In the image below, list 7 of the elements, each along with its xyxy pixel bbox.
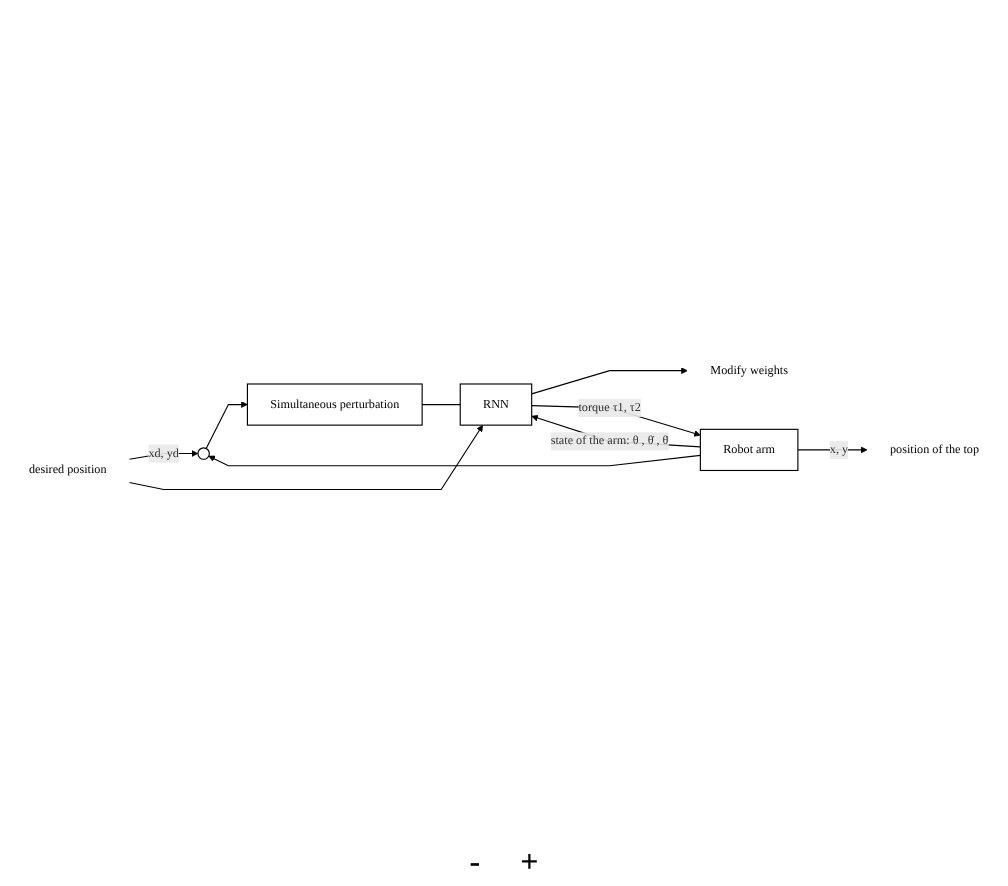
connector <box>421 404 461 406</box>
node-circle <box>197 448 210 461</box>
sign-label: + <box>520 846 539 882</box>
arrow <box>531 368 688 396</box>
arrow <box>205 402 248 450</box>
sign-label: - <box>469 846 481 882</box>
arrow <box>208 455 701 468</box>
